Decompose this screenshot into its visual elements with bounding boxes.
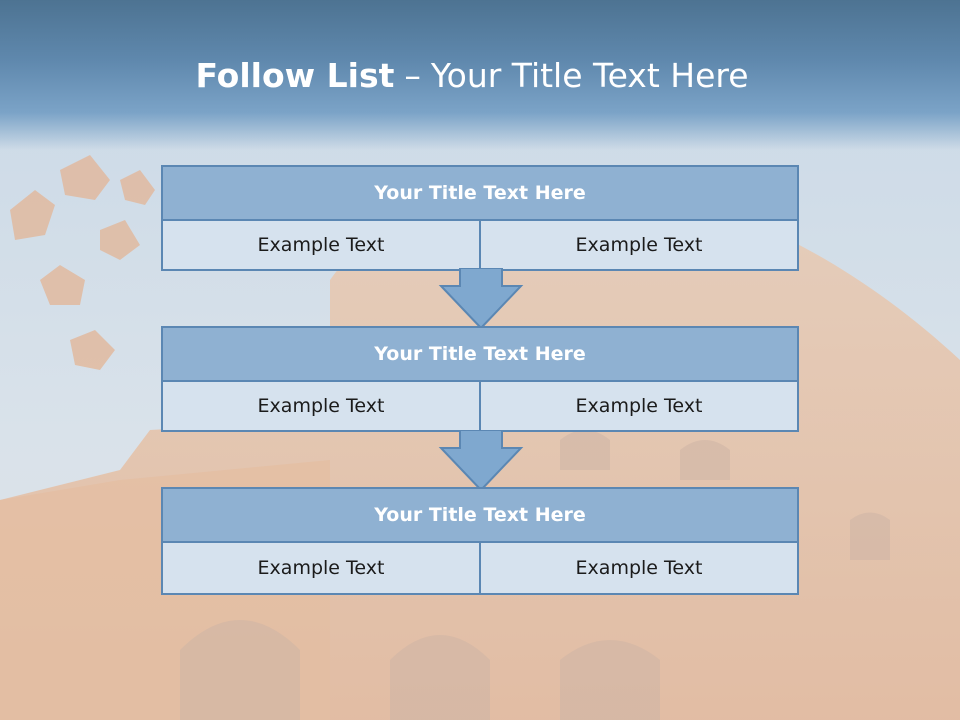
block-cell-right: Example Text <box>481 221 799 271</box>
block-title: Your Title Text Here <box>161 326 799 382</box>
slide-title-rest: Your Title Text Here <box>430 56 749 95</box>
slide-title-separator: – <box>404 56 421 95</box>
block-title: Your Title Text Here <box>161 487 799 543</box>
slide-title-bold: Follow List <box>195 56 395 95</box>
block-cell-right: Example Text <box>481 543 799 595</box>
list-block-1: Your Title Text Here Example Text Exampl… <box>161 165 799 271</box>
list-block-2: Your Title Text Here Example Text Exampl… <box>161 326 799 432</box>
header-band <box>0 0 960 150</box>
block-cell-left: Example Text <box>161 221 481 271</box>
block-cell-left: Example Text <box>161 382 481 432</box>
slide-title: Follow List–Your Title Text Here <box>0 56 952 96</box>
block-cell-right: Example Text <box>481 382 799 432</box>
block-row: Example Text Example Text <box>161 543 799 595</box>
down-arrow-icon <box>438 430 524 492</box>
block-row: Example Text Example Text <box>161 382 799 432</box>
down-arrow-icon <box>438 268 524 330</box>
list-block-3: Your Title Text Here Example Text Exampl… <box>161 487 799 595</box>
block-title: Your Title Text Here <box>161 165 799 221</box>
block-cell-left: Example Text <box>161 543 481 595</box>
block-row: Example Text Example Text <box>161 221 799 271</box>
